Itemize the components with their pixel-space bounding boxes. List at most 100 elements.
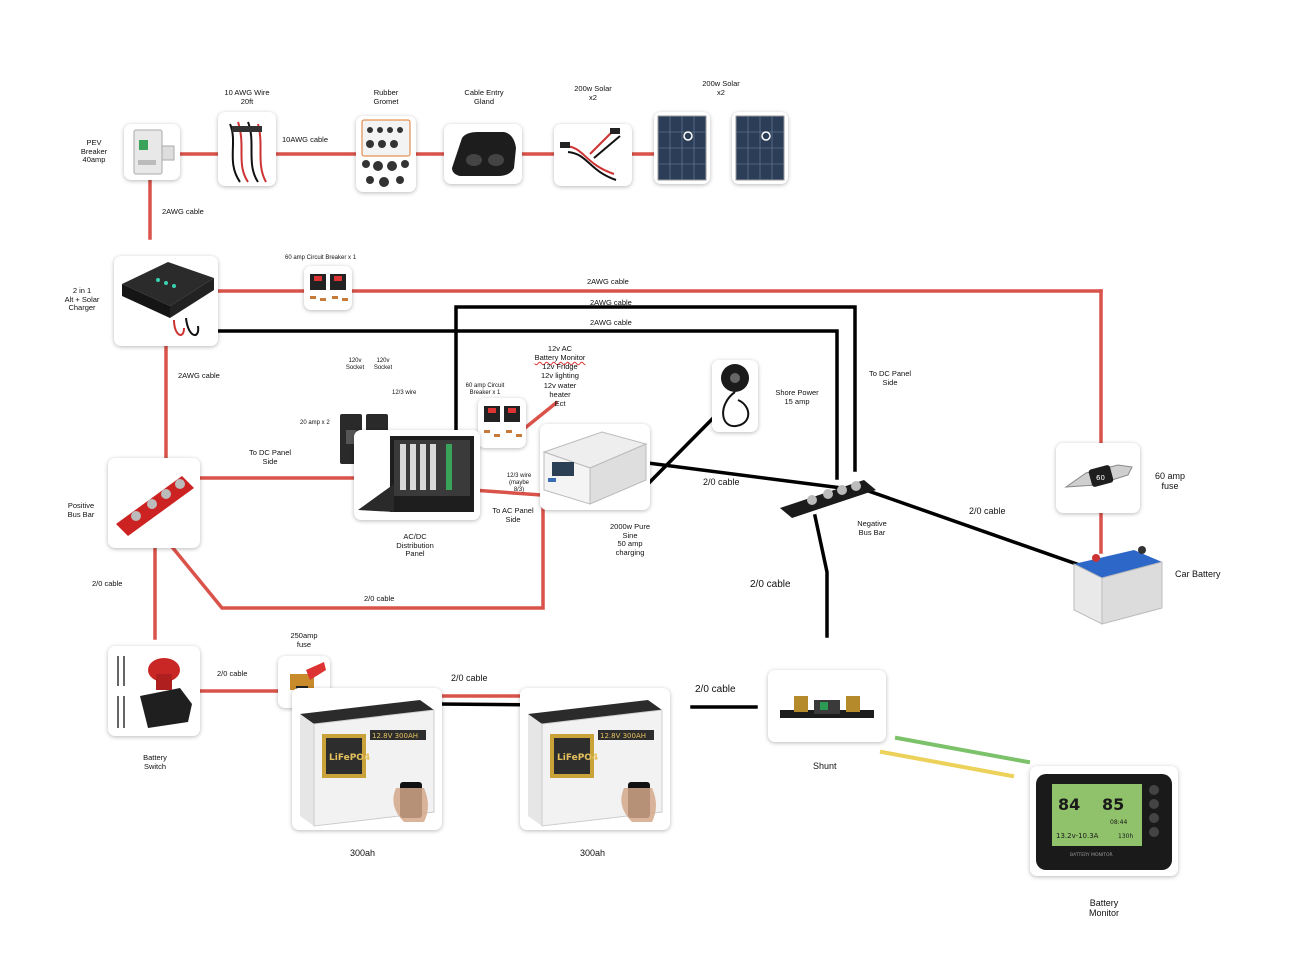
ac-list-line7: Ect	[554, 398, 566, 408]
positive-bus-line1: Positive	[67, 501, 95, 510]
monitor-title-text: BATTERY MONITOR	[1070, 852, 1113, 858]
socket-a-line2: Socket	[345, 364, 365, 371]
amp20-x2-label: 20 amp x 2	[300, 420, 330, 426]
pev-breaker-label-line2: Breaker	[80, 146, 108, 156]
distribution-panel-line1: AC/DC	[403, 532, 427, 541]
inverter-line4: charging	[615, 547, 645, 557]
monitor-time-text: 08:44	[1110, 819, 1127, 826]
shunt-image	[768, 670, 886, 742]
battery-1-brand-text: LiFePO4	[329, 753, 370, 763]
pev-breaker-label: PEV Breaker 40amp	[66, 138, 122, 165]
rubber-gromet-label-line1: Rubber	[373, 88, 399, 97]
shore-power-label: Shore Power 15 amp	[766, 388, 828, 406]
socket-b-line1: 120v	[376, 358, 390, 364]
battery-1-spec-text: 12.8V 300AH	[372, 732, 418, 740]
positive-bus-bar-image	[108, 458, 200, 548]
wire-12-3-label: 12/3 wire	[392, 390, 417, 396]
monitor-soc-text: 84	[1058, 795, 1080, 814]
rubber-gromet-label-line2: Gromet	[373, 96, 399, 106]
cable-entry-gland-label-line2: Gland	[473, 96, 494, 106]
car-battery-label: Car Battery	[1175, 569, 1221, 579]
to-dc-panel-right-label: To DC Panel Side	[860, 369, 920, 387]
distribution-panel-line3: Panel	[405, 549, 425, 559]
negative-bus-line1: Negative	[857, 519, 887, 528]
pev-breaker-label-line3: 40amp	[82, 155, 106, 165]
to-ac-panel-label: To AC Panel Side	[484, 506, 542, 524]
ac-list-line1: 12v AC	[547, 344, 573, 353]
fuse-60a-image: 60	[1056, 443, 1140, 513]
cable-2awg-charger-down-label: 2AWG cable	[178, 371, 220, 380]
cable-entry-gland-image	[444, 124, 522, 184]
battery-switch-line2: Switch	[143, 761, 167, 771]
rubber-gromet-label: Rubber Gromet	[356, 88, 416, 106]
monitor-capacity-text: 130h	[1118, 833, 1133, 840]
solar-x2-label-b: 200w Solar x2	[682, 79, 760, 97]
solar-x2-label-a: 200w Solar x2	[556, 84, 630, 102]
breaker-60-top-label: 60 amp Circuit Breaker x 1	[285, 255, 357, 261]
cable-20-switch-label: 2/0 cable	[217, 669, 248, 678]
battery-switch-line1: Battery	[143, 753, 167, 762]
solar-x2-a-line1: 200w Solar	[574, 84, 612, 93]
breaker-60-mid-line1: 60 amp Circuit	[465, 383, 505, 389]
solar-panel-image-b	[732, 112, 788, 184]
ac-loads-label: 12v AC Battery Monitor 12v Fridge 12v li…	[526, 344, 594, 408]
cable-20-car-label: 2/0 cable	[969, 506, 1006, 516]
charger-label-line2: Alt + Solar	[64, 294, 100, 304]
solar-x2-b-line2: x2	[717, 87, 725, 97]
socket-a-label: 120v Socket	[342, 358, 368, 372]
inverter-image	[540, 424, 650, 510]
ac-list-line6: heater	[549, 389, 571, 399]
neg-2awg-mid-wire	[454, 305, 857, 480]
cable-10awg-label: 10AWG cable	[282, 135, 328, 144]
cable-20-batteries-label: 2/0 cable	[451, 673, 488, 683]
ac-list-line5: 12v water	[543, 380, 577, 390]
battery-2-spec-text: 12.8V 300AH	[600, 732, 646, 740]
solar-x2-b-line1: 200w Solar	[702, 79, 740, 88]
awg10-wire-label: 10 AWG Wire 20ft	[206, 88, 288, 106]
to-dc-right-line1: To DC Panel	[868, 369, 912, 378]
wire-maybe-line1: 12/3 wire	[506, 473, 532, 479]
breaker-60-mid-line2: Breaker x 1	[469, 389, 501, 396]
distribution-panel-image	[354, 430, 480, 520]
fuse-rating-text: 60	[1096, 474, 1105, 482]
car-battery-image	[1068, 540, 1166, 628]
battery-monitor-line1: Battery	[1089, 898, 1119, 908]
inverter-line1: 2000w Pure	[609, 522, 651, 531]
socket-b-line2: Socket	[373, 364, 393, 371]
fuse-60-line1: 60 amp	[1154, 471, 1186, 481]
fuse-250-label: 250amp fuse	[280, 631, 328, 649]
to-dc-right-line2: Side	[882, 377, 898, 387]
breaker-60-mid-label: 60 amp Circuit Breaker x 1	[458, 383, 512, 397]
neg-2awg-low-wire	[216, 329, 839, 480]
pev-breaker-image	[124, 124, 180, 180]
shunt-signal-yellow	[879, 749, 1015, 779]
shunt-label: Shunt	[813, 761, 837, 771]
negative-bus-bar-image[interactable]	[776, 468, 880, 522]
charger-label-line3: Charger	[68, 303, 96, 313]
fuse-250-line2: fuse	[296, 639, 312, 649]
negbus-to-car-wire	[857, 485, 1091, 571]
ac-list-line4: 12v lighting	[541, 371, 579, 381]
fuse-60-line2: fuse	[1161, 481, 1179, 492]
monitor-reading-text: 13.2v-10.3A	[1056, 832, 1099, 840]
cable-2awg-vertical-label: 2AWG cable	[162, 207, 204, 216]
fuse-250-line1: 250amp	[290, 631, 318, 640]
cable-20-bottom-loop-label: 2/0 cable	[364, 594, 395, 603]
socket-b-label: 120v Socket	[370, 358, 396, 372]
to-ac-line1: To AC Panel	[492, 506, 534, 515]
distribution-panel-label: AC/DC Distribution Panel	[380, 532, 450, 559]
battery-switch-image	[108, 646, 200, 736]
negative-bus-line2: Bus Bar	[858, 527, 886, 537]
battery-2-label: 300ah	[580, 848, 606, 858]
inverter-to-negbus-wire	[638, 460, 844, 490]
inverter-label: 2000w Pure Sine 50 amp charging	[598, 522, 662, 558]
wire-12-3-maybe-label: 12/3 wire (maybe 8/3)	[500, 473, 538, 494]
distribution-panel-line2: Distribution	[396, 540, 434, 550]
solar-x2-a-line2: x2	[589, 92, 597, 102]
battery-monitor-label: Battery Monitor	[1076, 898, 1132, 919]
to-dc-panel-left-label: To DC Panel Side	[240, 448, 300, 466]
cable-2awg-top-label: 2AWG cable	[587, 277, 629, 286]
cable-20-neg-down-label: 2/0 cable	[750, 579, 791, 590]
cable-20-inverter-label: 2/0 cable	[703, 477, 740, 487]
shore-power-line1: Shore Power	[775, 388, 819, 397]
